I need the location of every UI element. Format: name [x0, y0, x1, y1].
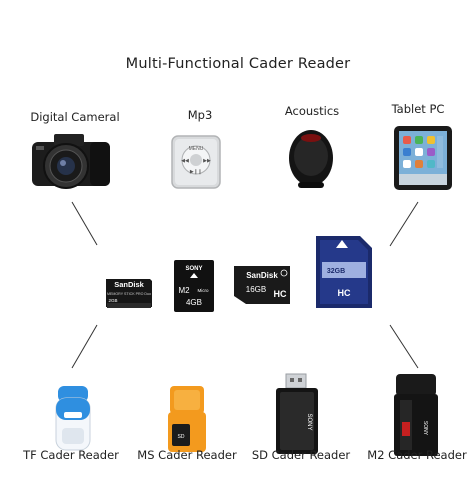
label-sd-reader: SD Cader Reader [251, 448, 351, 462]
svg-text:▶❙❙: ▶❙❙ [190, 169, 202, 175]
microsd-card-icon: SanDisk 16GB HC [234, 266, 290, 304]
m2-card-icon: SONY M2 Micro 4GB [174, 260, 214, 312]
svg-text:◀◀: ◀◀ [181, 158, 189, 164]
label-ms-reader: MS Cader Reader [137, 448, 237, 462]
m2-brand: SONY [185, 266, 202, 272]
sd-reader-brand: SONY [306, 413, 312, 430]
sd-reader-icon: SONY [276, 373, 318, 454]
microsd-type: HC [274, 289, 287, 299]
m2-line: M2 [178, 286, 190, 295]
microsd-capacity: 16GB [246, 285, 266, 294]
connector-m2 [389, 324, 419, 369]
ms-reader-icon: SD [168, 386, 206, 452]
mp3-player-icon: MENU ▶❙❙ ◀◀ ▶▶ [171, 135, 221, 189]
svg-text:SD: SD [178, 434, 185, 440]
speaker-icon [289, 130, 333, 188]
sd-type: HC [338, 288, 351, 298]
m2-reader-icon: SONY [394, 374, 438, 456]
microsd-brand: SanDisk [246, 271, 278, 280]
connector-camera [71, 201, 98, 246]
sd-card-icon: 32GB HC [316, 236, 372, 308]
camera-icon [32, 134, 110, 189]
m2-capacity: 4GB [186, 298, 202, 307]
sd-capacity: 32GB [327, 268, 345, 275]
m2-sub: Micro [198, 288, 209, 293]
svg-text:▶▶: ▶▶ [203, 158, 211, 164]
diagram-title: Multi-Functional Cader Reader [125, 56, 351, 72]
connector-tablet [389, 201, 419, 247]
ms-duo-brand: SanDisk [114, 280, 144, 289]
label-tf-reader: TF Cader Reader [23, 448, 119, 462]
ms-duo-card-icon: SanDisk MEMORY STICK PRO Duo 2GB [106, 279, 152, 308]
tf-reader-icon [55, 386, 91, 451]
tablet-icon [394, 126, 452, 190]
svg-text:MENU: MENU [189, 146, 204, 152]
label-digital-camera: Digital Cameral [30, 110, 120, 124]
label-acoustics: Acoustics [284, 104, 340, 118]
label-tablet-pc: Tablet PC [391, 102, 445, 116]
label-mp3: Mp3 [187, 108, 213, 122]
ms-duo-capacity: 2GB [108, 298, 117, 303]
ms-duo-line: MEMORY STICK PRO Duo [107, 292, 151, 296]
label-m2-reader: M2 Cader Reader [367, 448, 467, 462]
svg-text:SONY: SONY [422, 421, 428, 436]
connector-tf [71, 324, 98, 369]
